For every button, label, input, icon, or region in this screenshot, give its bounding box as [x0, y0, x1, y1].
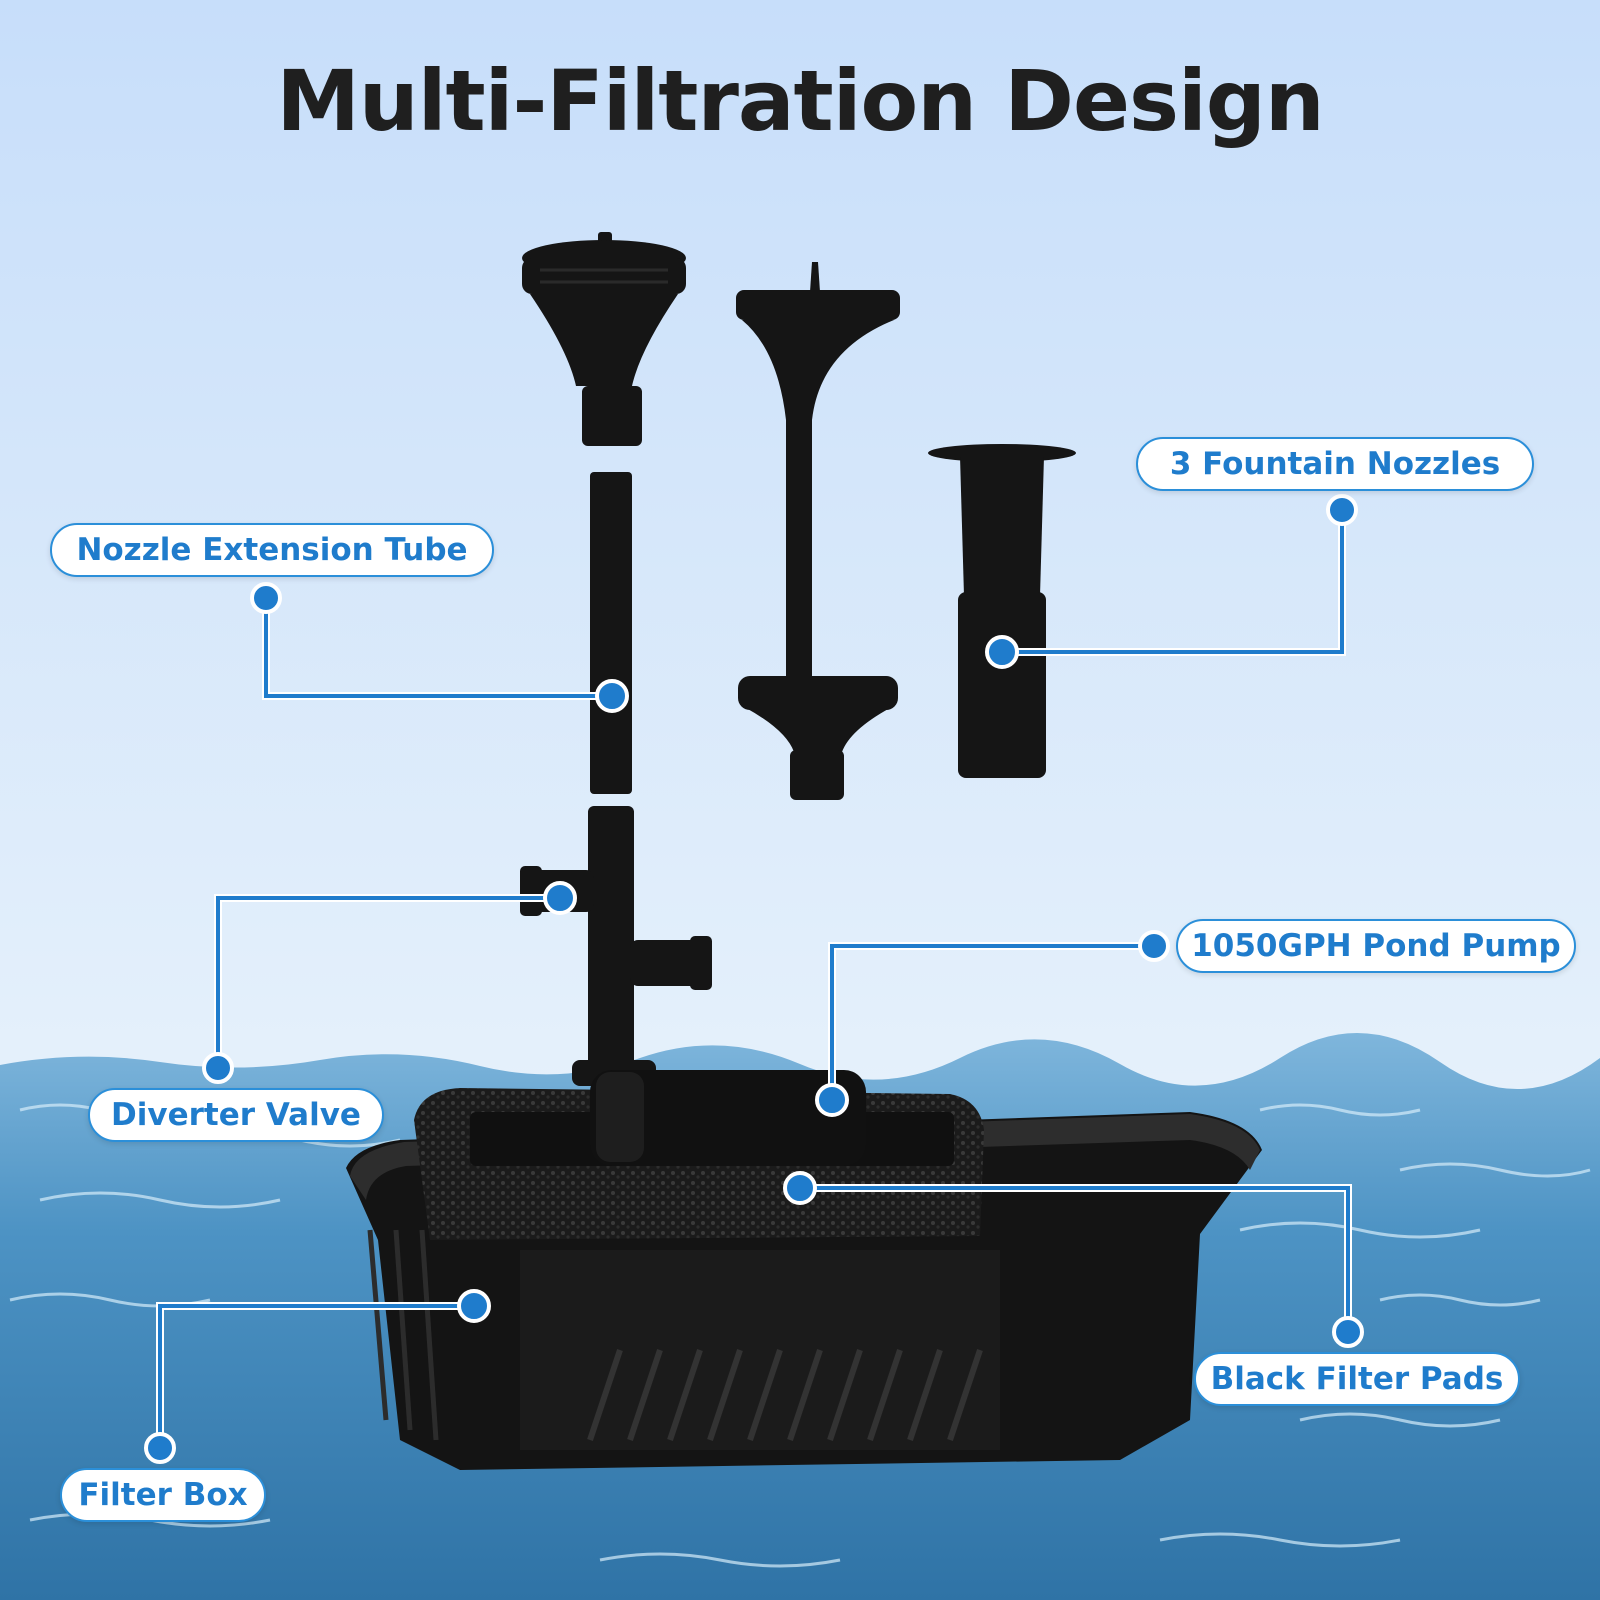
callout-dots — [144, 494, 1364, 1464]
filter-box-ribs — [367, 1229, 439, 1441]
pond-pump-body — [590, 1070, 866, 1166]
label-nozzle-extension-tube: Nozzle Extension Tube — [50, 523, 494, 577]
label-filter-box: Filter Box — [60, 1468, 266, 1522]
page-title: Multi-Filtration Design — [276, 52, 1324, 150]
sleeve-nozzle — [928, 444, 1076, 778]
dot-pump-label — [1138, 930, 1170, 962]
label-black-filter-pads: Black Filter Pads — [1194, 1352, 1520, 1406]
dot-extension-tube-part — [595, 679, 629, 713]
bell-nozzle — [736, 262, 900, 800]
dot-pump-part — [815, 1083, 849, 1117]
nozzle-extension-tube — [590, 472, 632, 794]
dot-pads-part — [783, 1171, 817, 1205]
filter-box-panel — [520, 1250, 1000, 1450]
callout-lines-inner — [158, 510, 1350, 1448]
filter-box-assembly — [346, 1070, 1262, 1470]
dot-extension-tube-label — [250, 582, 282, 614]
dot-pads-label — [1332, 1316, 1364, 1348]
dot-filter-box-part — [457, 1289, 491, 1323]
pump-cap — [596, 1072, 644, 1162]
dot-filter-box-label — [144, 1432, 176, 1464]
filter-box-rim — [350, 1114, 1260, 1200]
dot-nozzles-part — [985, 635, 1019, 669]
label-diverter-valve: Diverter Valve — [88, 1088, 384, 1142]
filter-box-vents — [587, 1349, 983, 1441]
label-fountain-nozzles: 3 Fountain Nozzles — [1136, 437, 1534, 491]
spray-nozzle-head — [522, 232, 686, 446]
dot-diverter-part — [543, 881, 577, 915]
dot-diverter-label — [202, 1052, 234, 1084]
dot-nozzles-label — [1326, 494, 1358, 526]
label-pond-pump: 1050GPH Pond Pump — [1176, 919, 1576, 973]
